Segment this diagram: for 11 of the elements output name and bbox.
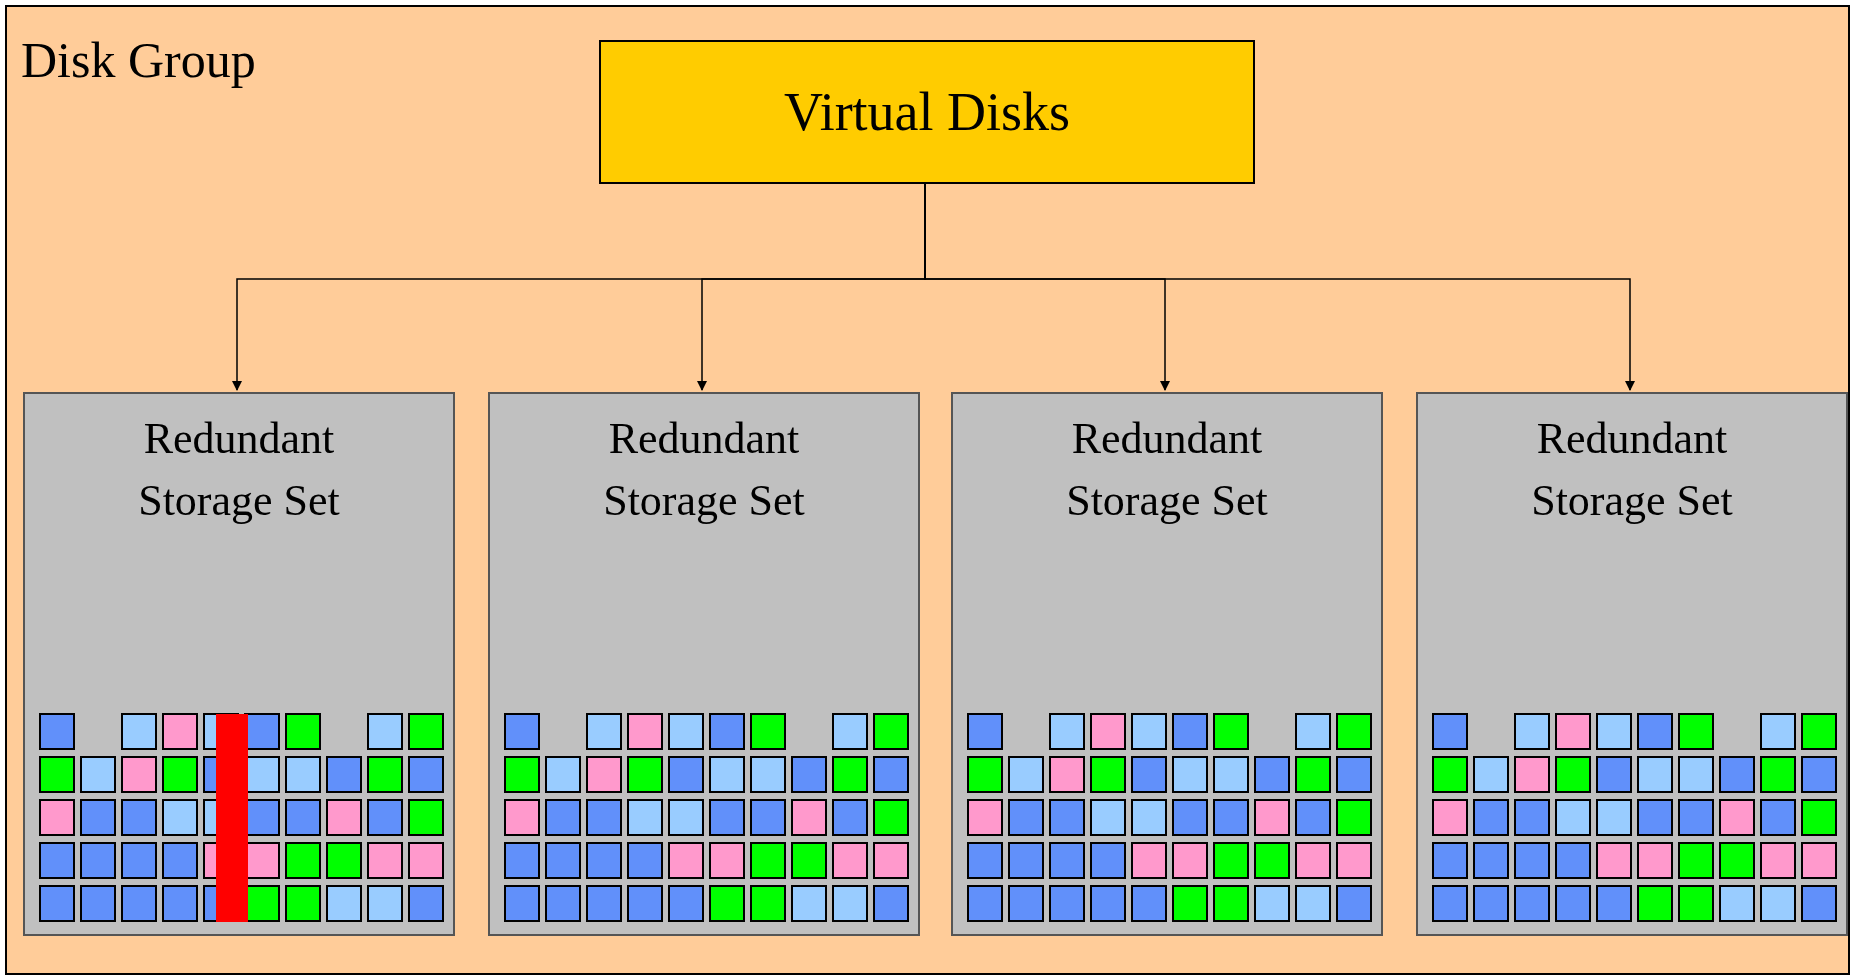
box-label: Redundant Storage Set — [1530, 413, 1734, 527]
box-label: Redundant Storage Set — [602, 413, 806, 527]
box-label: Virtual Disks — [783, 85, 1071, 139]
box-label: Redundant Storage Set — [137, 413, 341, 527]
process-box — [599, 40, 1255, 184]
group-container — [5, 5, 1850, 975]
box-label: Redundant Storage Set — [1065, 413, 1269, 527]
storage-set-box — [23, 392, 455, 936]
storage-set-box — [488, 392, 920, 936]
storage-set-box — [951, 392, 1383, 936]
storage-set-box — [1416, 392, 1848, 936]
